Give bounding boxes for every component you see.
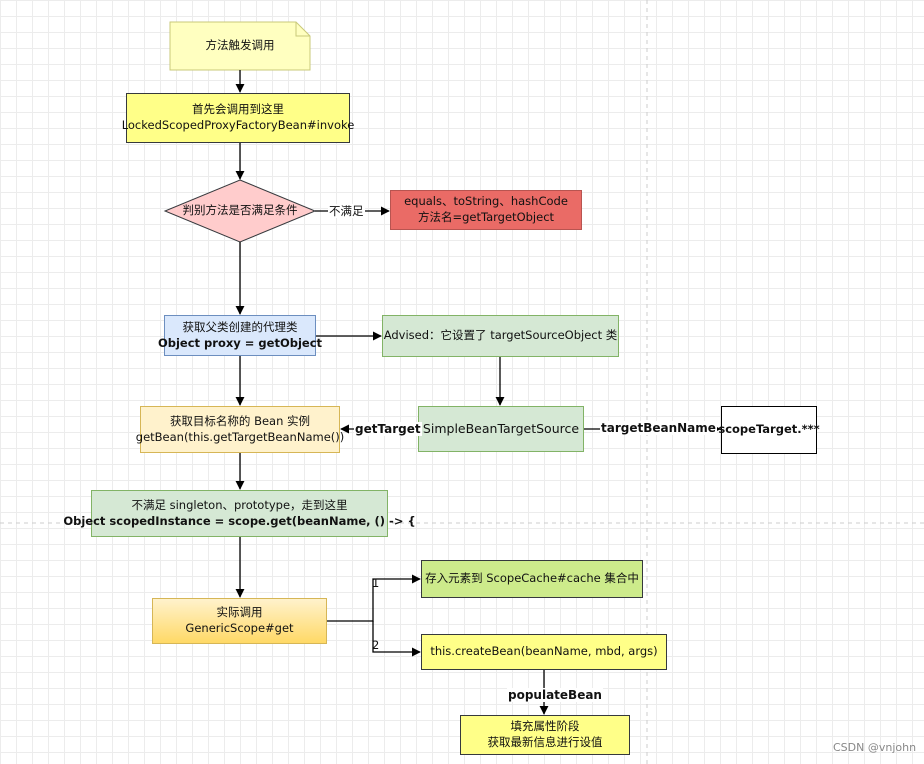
proxy-line1: 获取父类创建的代理类 xyxy=(182,319,298,334)
node-advised: Advised：它设置了 targetSourceObject 类 xyxy=(382,315,619,357)
node-scope-target: scopeTarget.*** xyxy=(718,406,820,454)
scoped-line1: 不满足 singleton、prototype，走到这里 xyxy=(131,497,348,512)
populate-line1: 填充属性阶段 xyxy=(510,719,580,734)
node-generic-scope: 实际调用 GenericScope#get xyxy=(152,598,327,644)
node-create-bean: this.createBean(beanName, mbd, args) xyxy=(421,634,667,670)
watermark: CSDN @vnjohn xyxy=(833,741,917,754)
label-branch-1: 1 xyxy=(372,576,380,590)
node-get-proxy: 获取父类创建的代理类 Object proxy = getObject xyxy=(158,315,322,356)
note-text: 方法触发调用 xyxy=(205,38,275,53)
note-method-trigger: 方法触发调用 xyxy=(170,22,310,70)
node-decision: 判别方法是否满足条件 xyxy=(165,180,315,242)
generic-line1: 实际调用 xyxy=(216,605,263,620)
decision-text: 判别方法是否满足条件 xyxy=(182,203,298,218)
label-get-target: getTarget xyxy=(354,422,422,436)
node-simple-bean-target-source: SimpleBeanTargetSource xyxy=(418,406,584,452)
generic-line2: GenericScope#get xyxy=(185,621,294,635)
label-not-satisfied: 不满足 xyxy=(328,204,365,218)
first-call-line1: 首先会调用到这里 xyxy=(192,102,284,117)
node-populate-phase: 填充属性阶段 获取最新信息进行设值 xyxy=(460,715,630,755)
advised-text: Advised：它设置了 targetSourceObject 类 xyxy=(383,328,618,343)
node-first-call: 首先会调用到这里 LockedScopedProxyFactoryBean#in… xyxy=(122,93,354,143)
node-equals-methods: equals、toString、hashCode 方法名=getTargetOb… xyxy=(390,190,582,230)
getbean-line2: getBean(this.getTargetBeanName()) xyxy=(135,429,345,444)
scoped-line2: Object scopedInstance = scope.get(beanNa… xyxy=(63,513,416,528)
label-populate-bean: populateBean xyxy=(507,688,603,702)
sbts-text: SimpleBeanTargetSource xyxy=(422,420,580,436)
note-shape xyxy=(169,21,311,71)
note-fold xyxy=(295,22,310,37)
equals-line2: 方法名=getTargetObject xyxy=(417,210,555,224)
proxy-line2: Object proxy = getObject xyxy=(157,335,323,350)
create-text: this.createBean(beanName, mbd, args) xyxy=(430,644,658,659)
equals-line1: equals、toString、hashCode xyxy=(404,194,568,209)
cache-text: 存入元素到 ScopeCache#cache 集合中 xyxy=(425,571,639,586)
populate-line2: 获取最新信息进行设值 xyxy=(487,735,603,749)
node-scope-cache: 存入元素到 ScopeCache#cache 集合中 xyxy=(421,560,643,598)
scope-target-text: scopeTarget.*** xyxy=(718,422,820,437)
edge-generic-to-create xyxy=(372,621,421,657)
node-scoped-instance: 不满足 singleton、prototype，走到这里 Object scop… xyxy=(63,490,416,537)
node-get-bean: 获取目标名称的 Bean 实例 getBean(this.getTargetBe… xyxy=(136,406,344,453)
label-target-bean-name: targetBeanName xyxy=(600,421,717,435)
getbean-line1: 获取目标名称的 Bean 实例 xyxy=(169,413,311,428)
edge-generic-to-cache xyxy=(327,574,421,622)
first-call-line2: LockedScopedProxyFactoryBean#invoke xyxy=(121,118,355,132)
label-branch-2: 2 xyxy=(372,638,380,652)
